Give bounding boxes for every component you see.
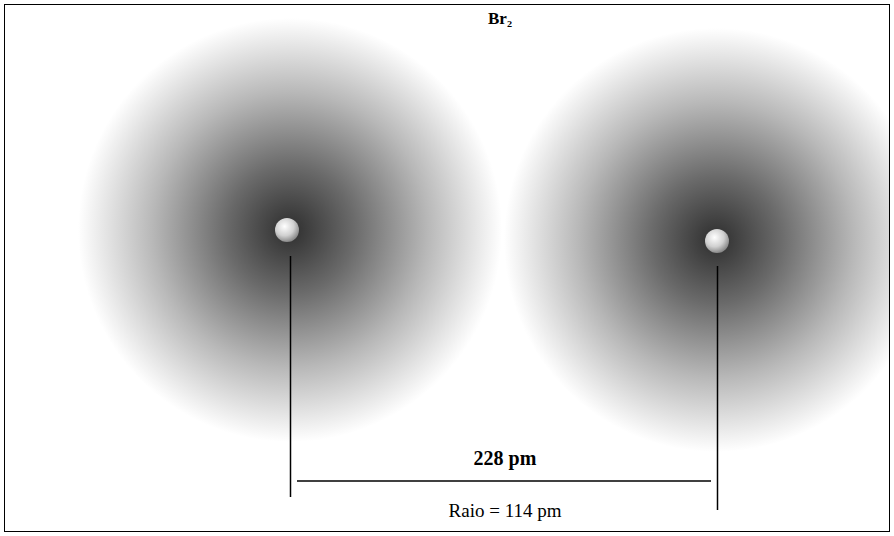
nucleus <box>275 218 299 242</box>
electron-cloud <box>504 28 889 452</box>
nucleus <box>705 229 729 253</box>
frame <box>5 5 890 532</box>
dimension-label: 228 pm <box>474 447 537 470</box>
leader-line <box>717 266 719 510</box>
diagram-title: Br₂ <box>488 9 512 29</box>
dimension-line <box>297 480 711 482</box>
leader-line <box>290 256 292 497</box>
radius-label: Raio = 114 pm <box>446 500 565 522</box>
